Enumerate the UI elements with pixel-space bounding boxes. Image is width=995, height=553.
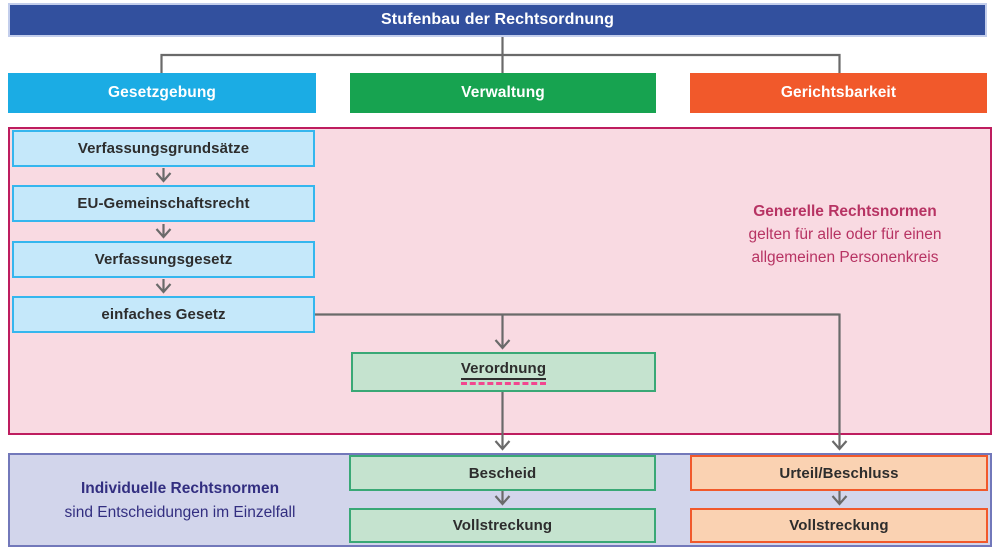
tree-branch-line — [160, 53, 841, 73]
box-einfaches-gesetz: einfaches Gesetz — [12, 296, 315, 333]
box-urteil-beschluss-label: Urteil/Beschluss — [779, 464, 899, 482]
title-bar-label: Stufenbau der Rechtsordnung — [381, 11, 614, 28]
box-verfassungsgrundsaetze: Verfassungsgrundsätze — [12, 130, 315, 167]
box-eu-gemeinschaftsrecht-label: EU-Gemeinschaftsrecht — [77, 195, 250, 212]
generelle-note-line1: gelten für alle oder für einen — [748, 226, 942, 243]
box-bescheid-label: Bescheid — [468, 464, 537, 482]
generelle-note: Generelle Rechtsnormen gelten für alle o… — [700, 200, 990, 269]
branch-gesetzgebung: Gesetzgebung — [8, 73, 316, 113]
title-bar: Stufenbau der Rechtsordnung — [8, 3, 987, 37]
verordnung-glossary-link[interactable]: Verordnung — [460, 360, 547, 385]
box-einfaches-gesetz-label: einfaches Gesetz — [101, 306, 226, 323]
box-vollstreckung-gericht: Vollstreckung — [690, 508, 988, 543]
box-verfassungsgrundsaetze-label: Verfassungsgrundsätze — [77, 140, 250, 157]
verordnung-label: Verordnung — [460, 360, 547, 380]
box-verfassungsgesetz-label: Verfassungsgesetz — [94, 251, 233, 268]
branch-gerichtsbarkeit: Gerichtsbarkeit — [690, 73, 987, 113]
generelle-note-line2: allgemeinen Personenkreis — [751, 249, 939, 266]
box-verordnung: Verordnung — [351, 352, 656, 392]
branch-gesetzgebung-label: Gesetzgebung — [108, 84, 216, 101]
box-urteil-beschluss: Urteil/Beschluss — [690, 455, 988, 491]
branch-gerichtsbarkeit-label: Gerichtsbarkeit — [780, 84, 897, 101]
box-eu-gemeinschaftsrecht: EU-Gemeinschaftsrecht — [12, 185, 315, 222]
individuelle-note-line1: sind Entscheidungen im Einzelfall — [64, 504, 296, 521]
generelle-note-title: Generelle Rechtsnormen — [753, 203, 937, 220]
box-vollstreckung-verwaltung: Vollstreckung — [349, 508, 656, 543]
box-vollstreckung-verwaltung-label: Vollstreckung — [452, 517, 553, 534]
branch-verwaltung: Verwaltung — [350, 73, 656, 113]
box-bescheid: Bescheid — [349, 455, 656, 491]
box-vollstreckung-gericht-label: Vollstreckung — [789, 517, 889, 534]
individuelle-note-title: Individuelle Rechtsnormen — [80, 480, 280, 497]
branch-verwaltung-label: Verwaltung — [461, 84, 545, 101]
individuelle-note: Individuelle Rechtsnormen sind Entscheid… — [10, 477, 350, 525]
box-verfassungsgesetz: Verfassungsgesetz — [12, 241, 315, 278]
